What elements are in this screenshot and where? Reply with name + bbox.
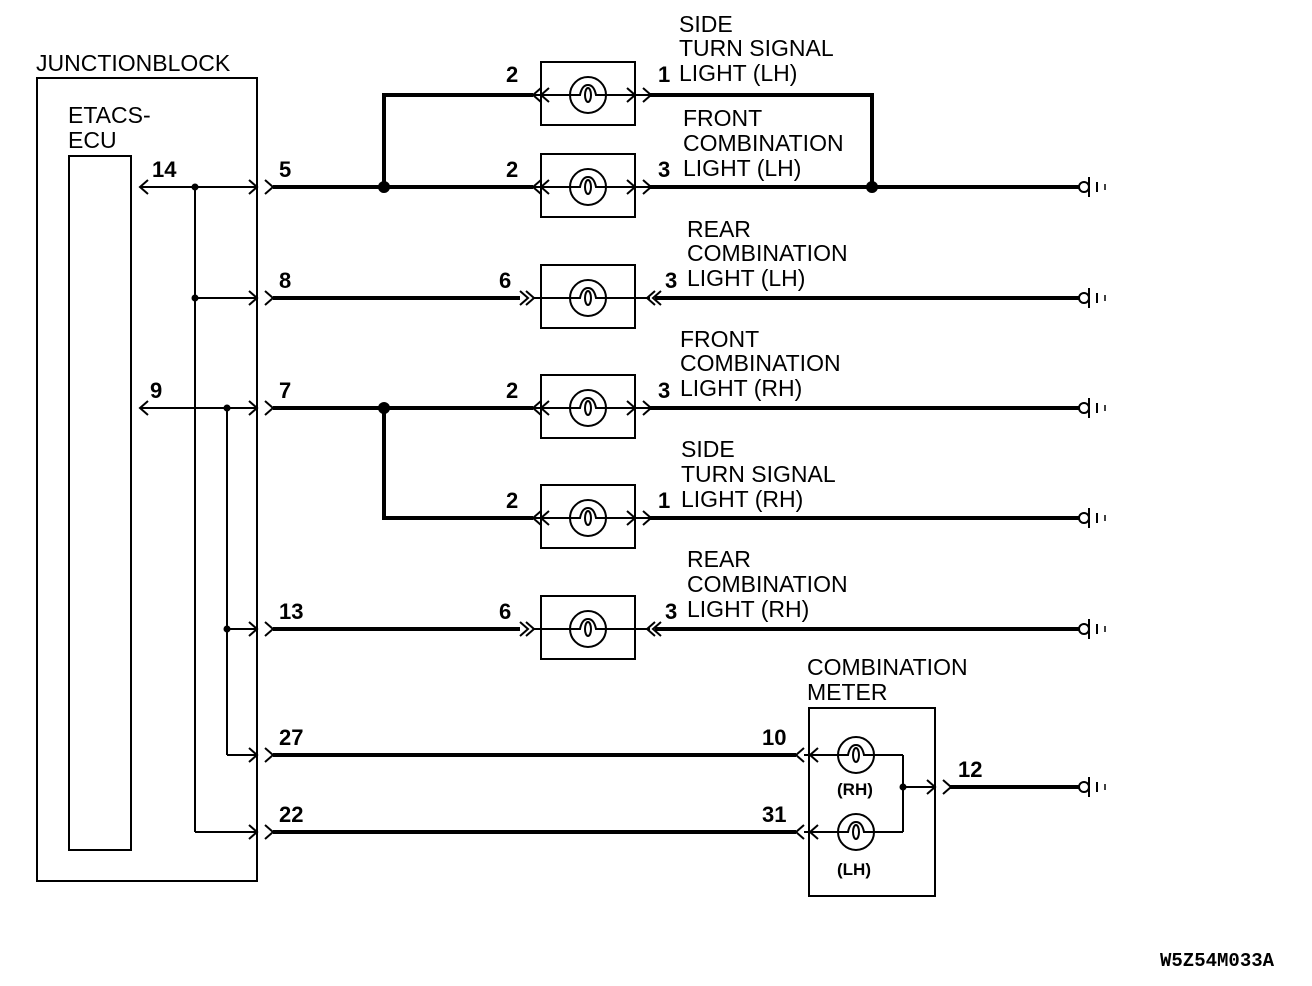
meter-bulb-lh-label: (LH) — [837, 860, 871, 879]
lamp-2-in-pin: 6 — [499, 268, 511, 293]
lamp-0 — [531, 61, 653, 126]
lamp-2-out-pin: 3 — [665, 268, 677, 293]
jb-pin-22: 22 — [279, 802, 303, 827]
diagram-code: W5Z54M033A — [1160, 950, 1275, 972]
bulb-icon — [837, 813, 875, 851]
ground-icon — [1078, 288, 1106, 308]
jb-pin-5: 5 — [279, 157, 291, 182]
junction-block-title: JUNCTIONBLOCK — [36, 50, 231, 76]
lamp-box — [540, 374, 636, 439]
meter-title-2: METER — [807, 679, 888, 705]
ground-icon — [1078, 508, 1106, 528]
bulb-icon — [569, 168, 607, 206]
ecu-label-line1: ETACS- — [68, 102, 151, 128]
lamp-5-out-pin: 3 — [665, 599, 677, 624]
lamp-1-in-pin: 2 — [506, 157, 518, 182]
lamp-1-name-3: LIGHT (LH) — [683, 155, 801, 181]
junction-block-box — [36, 77, 258, 882]
lamp-5-in-pin: 6 — [499, 599, 511, 624]
bulb-icon — [569, 279, 607, 317]
lamp-5-name-3: LIGHT (RH) — [687, 596, 809, 622]
ecu-pin-9: 9 — [150, 378, 162, 403]
bulb-icon — [569, 610, 607, 648]
meter-pin-10: 10 — [762, 725, 786, 750]
lamp-4-name-2: TURN SIGNAL — [681, 461, 836, 487]
lamp-4-name-3: LIGHT (RH) — [681, 486, 803, 512]
bulb-icon — [569, 499, 607, 537]
lamp-3-in-pin: 2 — [506, 378, 518, 403]
lamp-3-out-pin: 3 — [658, 378, 670, 403]
ground-icon — [1078, 177, 1106, 197]
ground-group — [1078, 177, 1106, 797]
ecu-label-line2: ECU — [68, 127, 117, 153]
lamp-3 — [531, 374, 653, 439]
lamp-2-name-3: LIGHT (LH) — [687, 265, 805, 291]
ecu-pin-14: 14 — [152, 157, 177, 182]
jb-pin-13: 13 — [279, 599, 303, 624]
lamp-4-in-pin: 2 — [506, 488, 518, 513]
lamp-group — [519, 61, 662, 660]
jb-pin-7: 7 — [279, 378, 291, 403]
bulb-icon — [569, 76, 607, 114]
ground-icon — [1078, 777, 1106, 797]
harness-wires — [273, 93, 1080, 834]
lamp-4-out-pin: 1 — [658, 488, 670, 513]
ground-icon — [1078, 619, 1106, 639]
lamp-0-in-pin: 2 — [506, 62, 518, 87]
lamp-4-name-1: SIDE — [681, 436, 735, 462]
lamp-2 — [519, 264, 662, 329]
bulb-icon — [569, 389, 607, 427]
lamp-3-name-3: LIGHT (RH) — [680, 375, 802, 401]
lamp-0-out-pin: 1 — [658, 62, 670, 87]
meter-title-1: COMBINATION — [807, 654, 968, 680]
lamp-1-name-2: COMBINATION — [683, 130, 844, 156]
jb-pin-8: 8 — [279, 268, 291, 293]
lamp-5-name-2: COMBINATION — [687, 571, 848, 597]
junction-output-connectors — [248, 179, 275, 840]
lamp-5-name-1: REAR — [687, 546, 751, 572]
lamp-2-name-1: REAR — [687, 216, 751, 242]
lamp-1-out-pin: 3 — [658, 157, 670, 182]
lamp-1 — [531, 153, 653, 218]
lamp-0-name-2: TURN SIGNAL — [679, 35, 834, 61]
lamp-3-name-2: COMBINATION — [680, 350, 841, 376]
lamp-4 — [531, 484, 653, 549]
combination-meter-box — [808, 707, 936, 897]
meter-pin-31: 31 — [762, 802, 786, 827]
bulb-icon — [837, 736, 875, 774]
lamp-5 — [519, 595, 662, 660]
ground-icon — [1078, 398, 1106, 418]
etacs-ecu-box — [68, 155, 132, 851]
internal-wiring — [138, 179, 257, 833]
lamp-1-name-1: FRONT — [683, 105, 762, 131]
meter-bulb-rh-label: (RH) — [837, 780, 873, 799]
lamp-0-name-1: SIDE — [679, 11, 733, 37]
jb-pin-27: 27 — [279, 725, 303, 750]
lamp-3-name-1: FRONT — [680, 326, 759, 352]
meter-pin-12: 12 — [958, 757, 982, 782]
lamp-0-name-3: LIGHT (LH) — [679, 60, 797, 86]
lamp-2-name-2: COMBINATION — [687, 240, 848, 266]
